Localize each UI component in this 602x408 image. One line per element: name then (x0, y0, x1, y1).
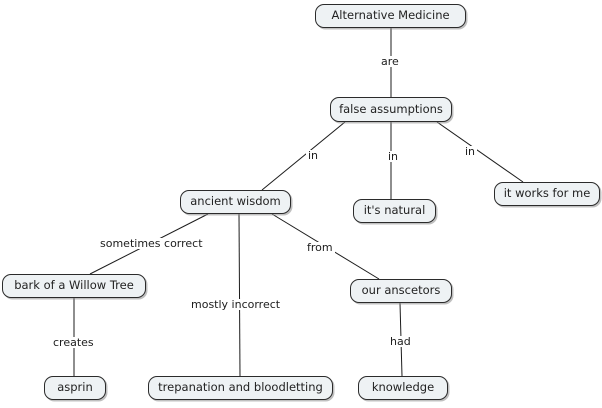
node-it-works-for-me[interactable]: it works for me (494, 182, 600, 206)
node-knowledge[interactable]: knowledge (358, 376, 448, 400)
node-bark-of-a-willow-tree[interactable]: bark of a Willow Tree (2, 274, 146, 298)
edge-label-creates: creates (51, 336, 96, 349)
edge-label-from: from (305, 241, 335, 254)
node-asprin[interactable]: asprin (44, 376, 106, 400)
edge-label-in-it-works-for-me: in (463, 145, 478, 158)
edge-label-mostly-incorrect: mostly incorrect (189, 298, 283, 311)
edge-label-in-ancient-wisdom: in (306, 149, 321, 162)
node-alternative-medicine[interactable]: Alternative Medicine (315, 4, 466, 28)
edge-in-it-works-for-me (436, 121, 524, 183)
node-its-natural[interactable]: it's natural (353, 199, 436, 223)
edge-in-ancient-wisdom (261, 121, 346, 191)
node-ancient-wisdom[interactable]: ancient wisdom (180, 190, 291, 214)
node-trepanation-and-bloodletting[interactable]: trepanation and bloodletting (148, 376, 333, 400)
edge-mostly-incorrect (238, 213, 241, 377)
edge-label-sometimes-correct: sometimes correct (98, 237, 205, 250)
edge-label-are: are (379, 55, 401, 68)
node-our-anscetors[interactable]: our anscetors (350, 279, 452, 303)
node-false-assumptions[interactable]: false assumptions (330, 97, 452, 122)
edge-label-in-its-natural: in (386, 150, 401, 163)
edge-label-had: had (388, 335, 413, 348)
